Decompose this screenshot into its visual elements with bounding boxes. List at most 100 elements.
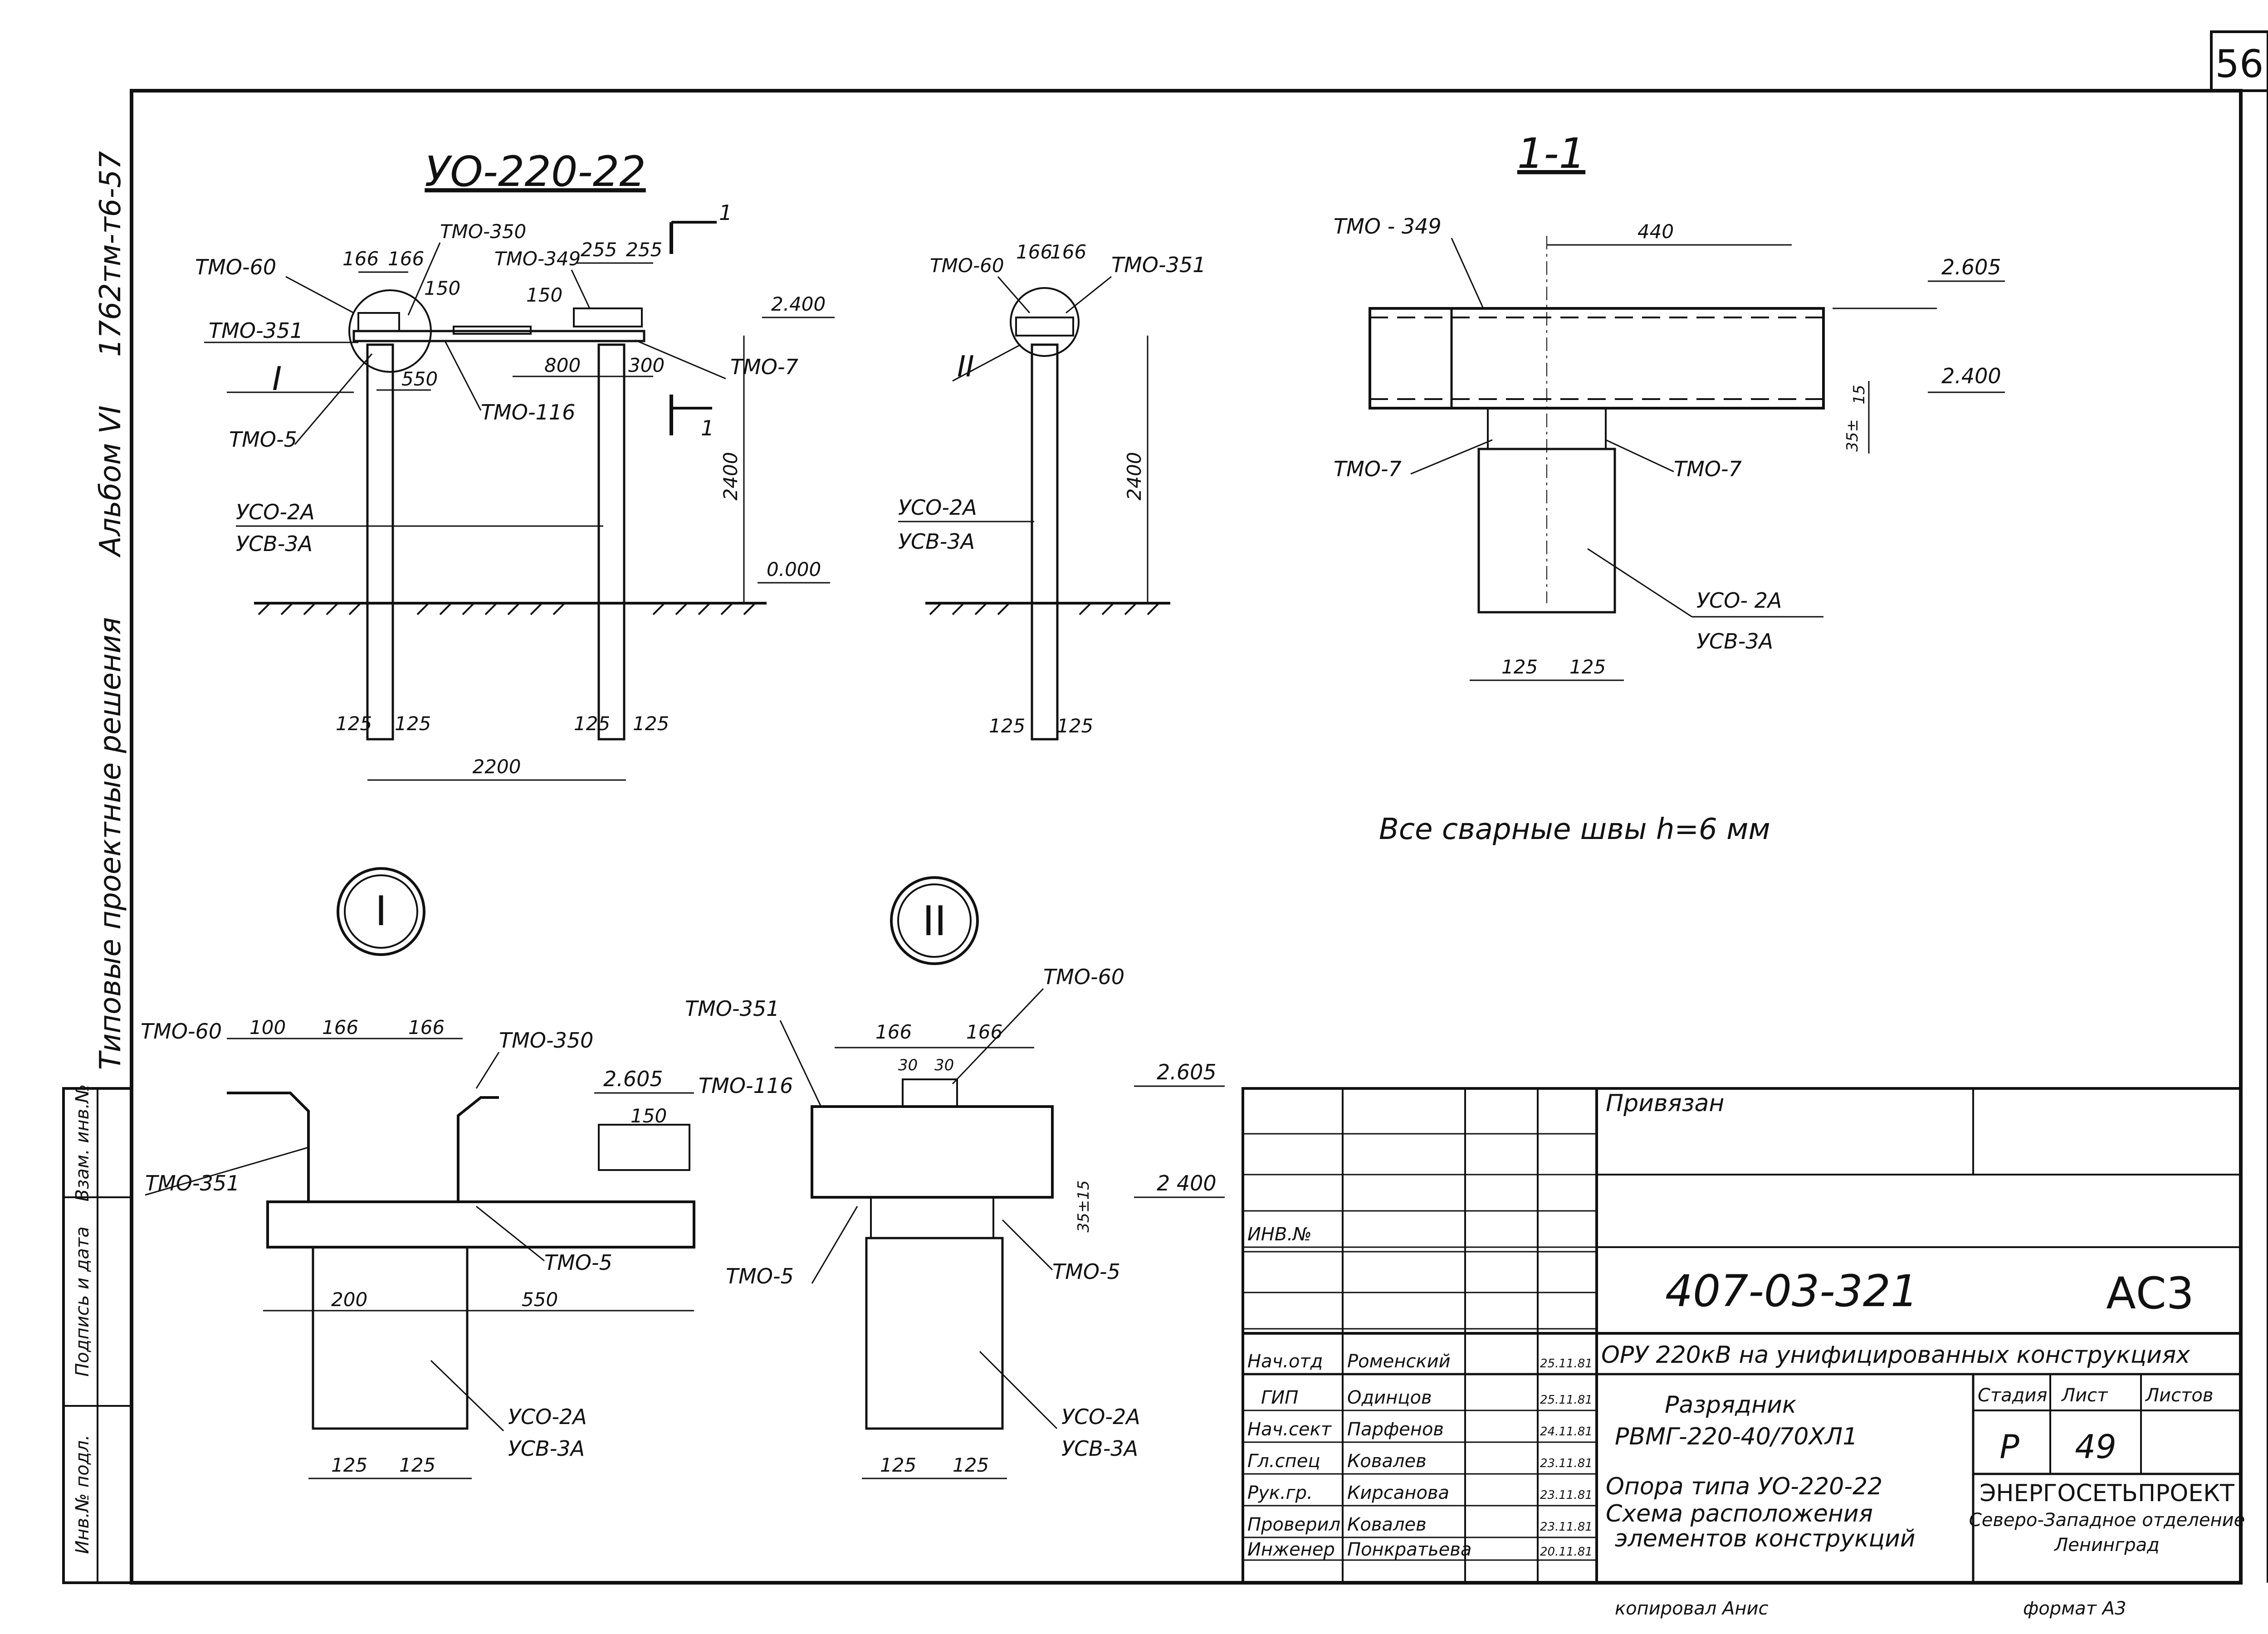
side-series: Типовые проектные решения: [94, 617, 127, 1070]
d2-lbl-tmo5a: ТМО-5: [726, 1264, 794, 1288]
side-lbl-usv: УСВ-3А: [898, 529, 975, 554]
main-view-title: УО-220-22: [425, 147, 646, 196]
side-annotations: 1762тм-т6-57 Альбом VI Типовые проектные…: [94, 151, 127, 1070]
svg-text:440: 440: [1637, 220, 1674, 243]
stamp-stage: Р: [1999, 1428, 2019, 1466]
person-name-4: Кирсанова: [1347, 1483, 1449, 1503]
person-name-6: Понкратьева: [1347, 1539, 1471, 1560]
svg-text:166: 166: [875, 1021, 912, 1043]
svg-text:125: 125: [633, 712, 669, 735]
svg-text:125: 125: [331, 1454, 367, 1476]
person-name-5: Ковалев: [1347, 1514, 1427, 1535]
person-role-2: Нач.сект: [1247, 1419, 1332, 1440]
person-name-3: Ковалев: [1347, 1451, 1427, 1472]
stamp-lists-header: Листов: [2145, 1385, 2213, 1406]
svg-text:166: 166: [1016, 241, 1052, 263]
detail-1: I ТМО-60 ТМО-350 ТМО-351 ТМО-116 ТМО-5 У…: [141, 867, 793, 1479]
person-name-0: Роменский: [1347, 1351, 1451, 1372]
svg-text:166: 166: [1050, 241, 1086, 263]
person-date-6: 20.11.81: [1540, 1545, 1593, 1559]
section-mark-bottom: 1: [670, 395, 714, 440]
svg-text:35±15: 35±15: [1075, 1180, 1093, 1232]
main-lbl-usv: УСВ-3А: [236, 532, 313, 556]
svg-text:300: 300: [628, 354, 665, 376]
stamp-list: 49: [2075, 1428, 2116, 1466]
person-name-2: Парфенов: [1347, 1419, 1444, 1440]
d1-lbl-uso: УСО-2А: [508, 1405, 587, 1429]
page-number: 56: [2215, 42, 2264, 86]
svg-text:800: 800: [544, 354, 581, 376]
stamp-title-4: Схема расположения: [1606, 1500, 1873, 1527]
d1-lbl-tmo350: ТМО-350: [499, 1028, 593, 1053]
section-lbl-uso: УСО- 2А: [1696, 588, 1782, 613]
main-lbl-tmo5: ТМО-5: [229, 427, 297, 452]
weld-note: Все сварные швы h=6 мм: [1379, 813, 1770, 846]
svg-text:125: 125: [880, 1454, 916, 1476]
side-lbl-node: II: [957, 350, 974, 384]
main-lbl-tmo350: ТМО-350: [440, 220, 526, 243]
d2-lbl-tmo60: ТМО-60: [1043, 965, 1124, 989]
left-approval-strip: Взам. инв.№ Подпись и дата Инв.№ подл.: [62, 1084, 133, 1584]
svg-text:125: 125: [953, 1454, 989, 1476]
section-lbl-tmo349: ТМО - 349: [1334, 214, 1442, 239]
stamp-copied: копировал Анис: [1615, 1598, 1769, 1619]
main-view: УО-220-22 1 1 ТМО-60 ТМО-351: [195, 147, 835, 781]
detail-2: II ТМО-351 ТМО-60 166 166 30 30 2.605 2 …: [685, 876, 1225, 1479]
stamp-org-3: Ленинград: [2053, 1535, 2160, 1556]
person-role-3: Гл.спец: [1247, 1451, 1320, 1472]
stamp-title-1: Разрядник: [1665, 1391, 1797, 1419]
main-lbl-uso: УСО-2А: [236, 500, 315, 524]
main-lbl-tmo351: ТМО-351: [209, 318, 303, 343]
d1-lbl-tmo116: ТМО-116: [699, 1073, 793, 1098]
strip-label-signature: Подпись и дата: [72, 1226, 93, 1376]
svg-text:125: 125: [399, 1454, 435, 1476]
d2-elev-2400: 2 400: [1157, 1171, 1217, 1195]
person-date-1: 25.11.81: [1540, 1393, 1593, 1407]
section-mark-top: 1: [670, 200, 732, 254]
d2-lbl-usv: УСВ-3А: [1061, 1436, 1138, 1461]
d2-lbl-tmo351: ТМО-351: [685, 996, 779, 1021]
strip-label-inv: Инв.№ подл.: [72, 1434, 93, 1554]
d1-lbl-tmo5: ТМО-5: [544, 1250, 612, 1275]
title-block: Привязан ИНВ.№ 407-03-321 АС3 ОРУ 220кВ …: [1242, 1087, 2245, 1619]
svg-text:150: 150: [526, 284, 562, 306]
svg-text:550: 550: [401, 368, 438, 390]
svg-text:150: 150: [631, 1105, 667, 1127]
stamp-list-header: Лист: [2061, 1385, 2108, 1406]
svg-text:166: 166: [342, 248, 379, 270]
section-lbl-tmo7a: ТМО-7: [1334, 457, 1402, 481]
section-elev-2605: 2.605: [1941, 255, 2001, 279]
side-lbl-uso: УСО-2А: [898, 495, 977, 520]
stamp-format: формат А3: [2023, 1598, 2126, 1619]
svg-text:125: 125: [1501, 656, 1538, 678]
svg-text:125: 125: [1569, 656, 1606, 678]
main-lbl-tmo60: ТМО-60: [195, 255, 276, 279]
d2-lbl-tmo5b: ТМО-5: [1052, 1259, 1120, 1284]
stamp-title-5: элементов конструкций: [1615, 1525, 1916, 1552]
stamp-project: ОРУ 220кВ на унифицированных конструкция…: [1601, 1341, 2190, 1369]
section-view: 1-1 440 ТМО - 349 2.605 2.400 15 35± ТМО…: [1334, 129, 2005, 681]
detail-1-marker: I: [375, 888, 387, 935]
svg-text:255: 255: [626, 239, 662, 261]
svg-text:166: 166: [322, 1016, 358, 1039]
svg-text:125: 125: [1057, 715, 1093, 737]
svg-text:550: 550: [522, 1288, 558, 1311]
detail-2-marker: II: [922, 897, 946, 945]
person-date-4: 23.11.81: [1540, 1488, 1593, 1502]
svg-text:150: 150: [424, 277, 460, 299]
strip-label-replace: Взам. инв.№: [72, 1084, 93, 1202]
stamp-org-2: Северо-Западное отделение: [1969, 1510, 2245, 1531]
person-role-5: Проверил: [1247, 1514, 1340, 1535]
side-lbl-tmo351: ТМО-351: [1111, 253, 1206, 277]
stamp-sheet-code: АС3: [2106, 1268, 2194, 1319]
section-title: 1-1: [1517, 129, 1585, 178]
d1-lbl-usv: УСВ-3А: [508, 1436, 585, 1461]
side-view: ТМО-60 ТМО-351 166 166 II 2400 УСО-2А УС…: [898, 241, 1206, 741]
svg-text:125: 125: [395, 712, 431, 735]
main-lbl-tmo116: ТМО-116: [481, 400, 575, 424]
svg-text:1: 1: [701, 416, 714, 440]
person-date-0: 25.11.81: [1540, 1357, 1593, 1371]
section-elev-2400: 2.400: [1941, 364, 2001, 388]
svg-text:125: 125: [989, 715, 1025, 737]
main-lbl-tmo7: ТМО-7: [730, 355, 798, 379]
